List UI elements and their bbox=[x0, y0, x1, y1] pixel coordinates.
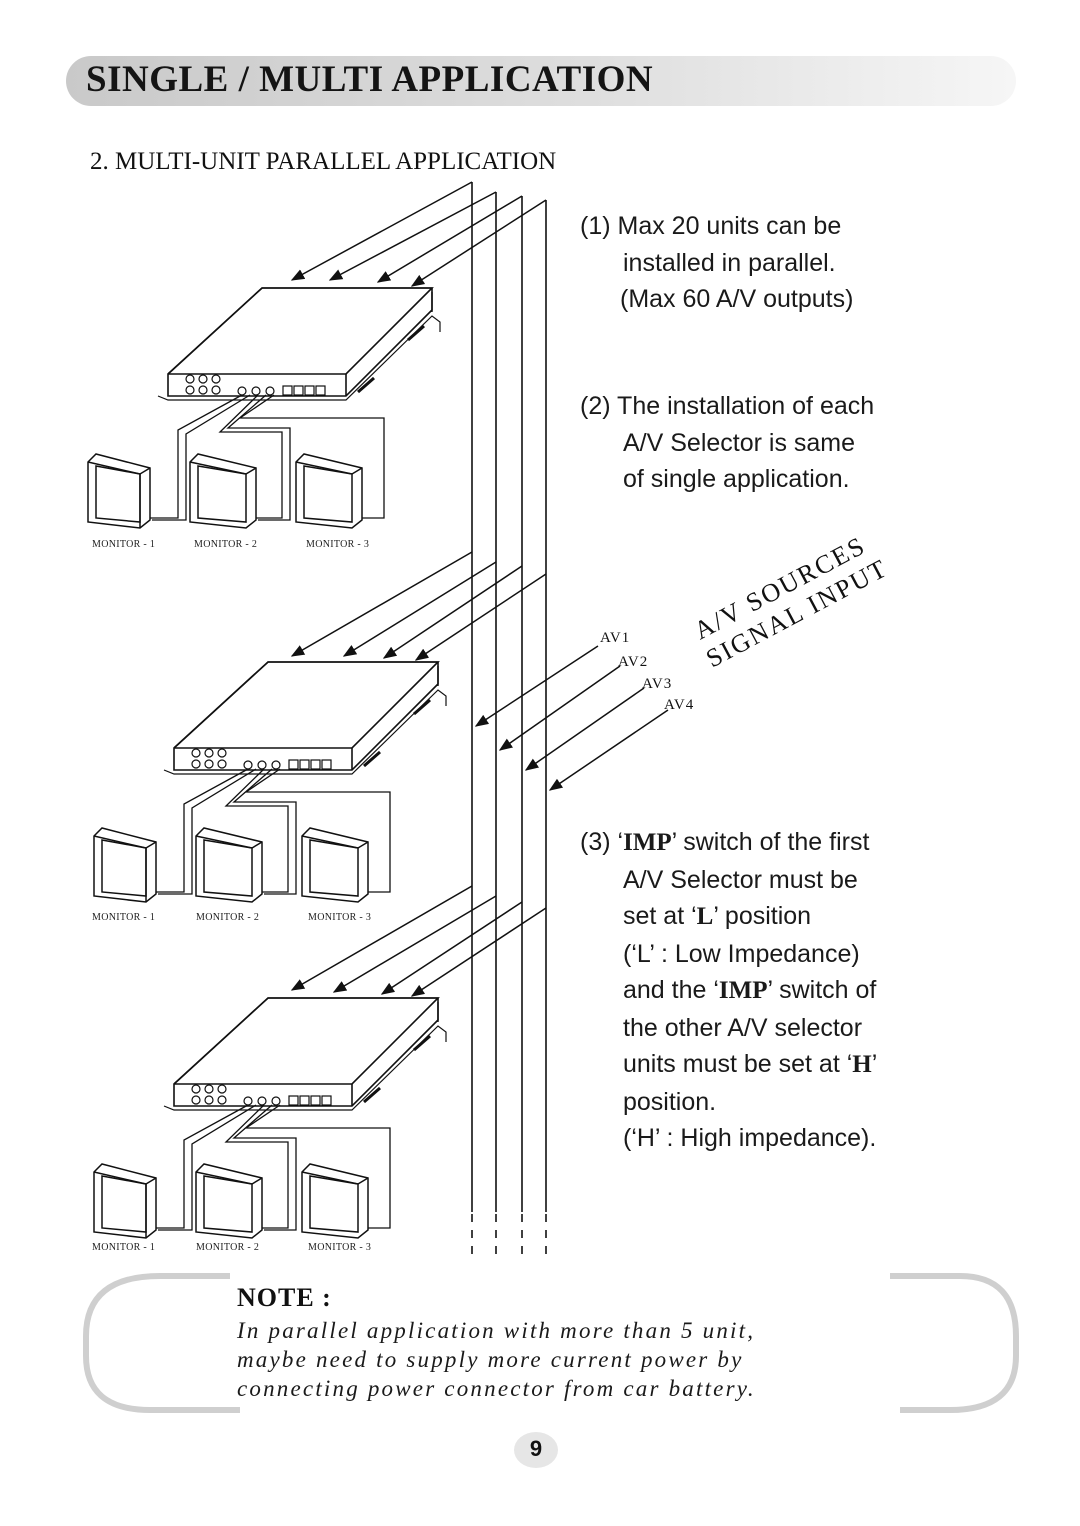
av4-label: AV4 bbox=[664, 697, 694, 713]
note-3-line: (‘H’ : High impedance). bbox=[623, 1124, 877, 1152]
av3-label: AV3 bbox=[642, 676, 672, 692]
note-2: (2) The installation of each A/V Selecto… bbox=[580, 388, 874, 498]
note-1-line: (Max 60 A/V outputs) bbox=[620, 285, 854, 313]
monitor-label: MONITOR - 1 bbox=[92, 912, 155, 923]
monitor-label: MONITOR - 1 bbox=[92, 1242, 155, 1253]
monitor-labels-unit-3: MONITOR - 1 MONITOR - 2 MONITOR - 3 bbox=[92, 1242, 371, 1253]
note-1: (1) Max 20 units can be installed in par… bbox=[580, 208, 853, 318]
selector-unit-1 bbox=[86, 286, 442, 530]
selector-unit-3 bbox=[92, 996, 448, 1240]
unit-feed-arrows bbox=[290, 181, 547, 997]
monitor-label: MONITOR - 2 bbox=[196, 1242, 259, 1253]
note-3-line: units must be set at ‘H’ bbox=[623, 1050, 878, 1078]
note-3-line: A/V Selector must be bbox=[623, 865, 858, 894]
page-title: SINGLE / MULTI APPLICATION bbox=[86, 59, 654, 100]
note-body: In parallel application with more than 5… bbox=[237, 1316, 756, 1403]
monitor-label: MONITOR - 3 bbox=[306, 539, 369, 550]
selector-unit-2 bbox=[92, 660, 448, 904]
note-frame bbox=[83, 1273, 1019, 1413]
monitor-labels-unit-1: MONITOR - 1 MONITOR - 2 MONITOR - 3 bbox=[92, 539, 369, 550]
monitor-label: MONITOR - 3 bbox=[308, 912, 371, 923]
page-number: 9 bbox=[529, 1436, 543, 1461]
note-3: (3) ‘IMP’ switch of the first A/V Select… bbox=[580, 824, 877, 1157]
note-1-line: (1) Max 20 units can be bbox=[580, 212, 842, 240]
av1-label: AV1 bbox=[600, 630, 630, 646]
monitor-labels-unit-2: MONITOR - 1 MONITOR - 2 MONITOR - 3 bbox=[92, 912, 371, 923]
monitor-label: MONITOR - 2 bbox=[196, 912, 259, 923]
monitor-label: MONITOR - 1 bbox=[92, 539, 155, 550]
note-title: NOTE : bbox=[237, 1283, 332, 1312]
bus-continuation bbox=[471, 1214, 547, 1262]
section-heading: 2. MULTI-UNIT PARALLEL APPLICATION bbox=[90, 148, 557, 175]
av2-label: AV2 bbox=[618, 654, 648, 670]
note-body-line: connecting power connector from car batt… bbox=[237, 1376, 756, 1401]
page-number-badge bbox=[514, 1432, 558, 1468]
note-2-line: A/V Selector is same bbox=[623, 428, 856, 457]
note-3-line: (‘L’ : Low Impedance) bbox=[623, 939, 860, 968]
note-3-line: position. bbox=[623, 1087, 717, 1116]
note-2-line: (2) The installation of each bbox=[580, 392, 875, 420]
note-2-line: of single application. bbox=[623, 465, 850, 493]
av-input-arrows bbox=[474, 645, 669, 791]
note-3-line: and the ‘IMP’ switch of bbox=[623, 976, 877, 1004]
monitor-label: MONITOR - 2 bbox=[194, 539, 257, 550]
note-body-line: maybe need to supply more current power … bbox=[237, 1347, 744, 1372]
note-3-line: (3) ‘IMP’ switch of the first bbox=[580, 828, 870, 856]
title-banner bbox=[66, 56, 1016, 106]
signal-bus-lines bbox=[471, 182, 547, 1212]
note-1-line: installed in parallel. bbox=[623, 248, 836, 277]
note-3-line: the other A/V selector bbox=[623, 1013, 863, 1042]
note-3-line: set at ‘L’ position bbox=[623, 902, 812, 930]
note-body-line: In parallel application with more than 5… bbox=[237, 1318, 756, 1343]
monitor-label: MONITOR - 3 bbox=[308, 1242, 371, 1253]
